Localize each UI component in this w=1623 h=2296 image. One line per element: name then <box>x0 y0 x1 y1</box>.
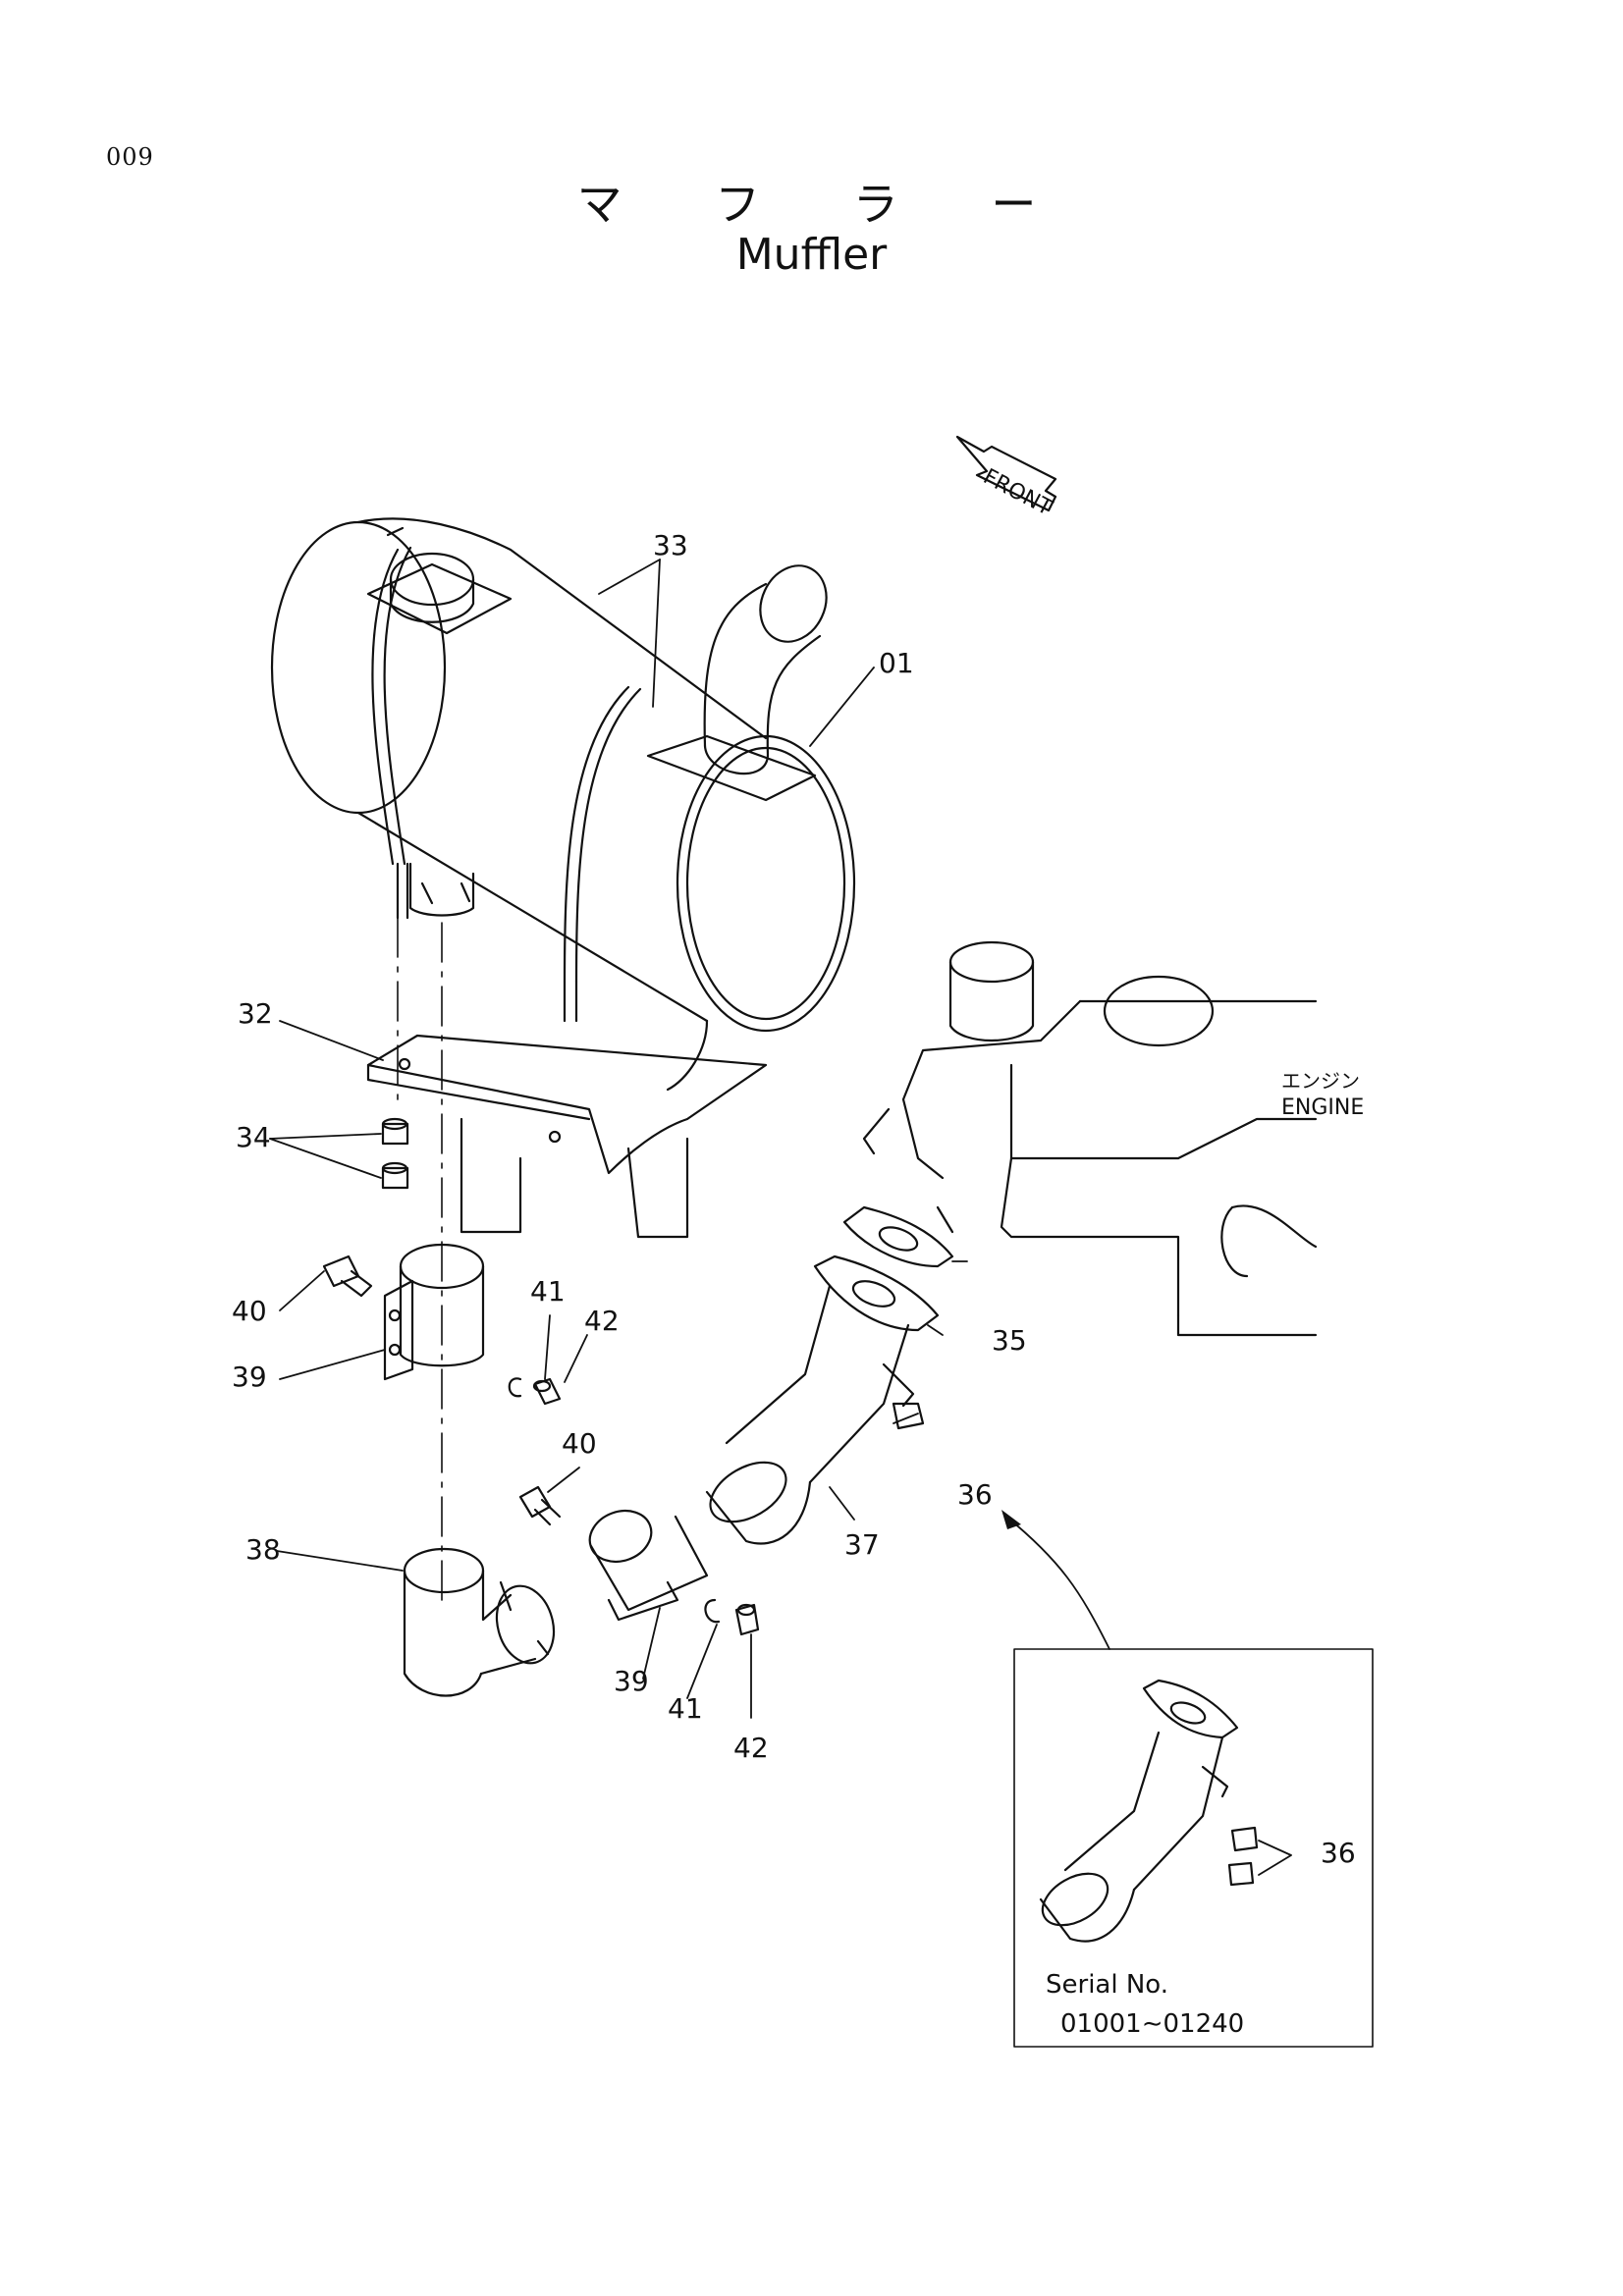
leader-lines <box>269 559 1292 1876</box>
callout-35: 35 <box>992 1324 1027 1357</box>
callout-39-lower: 39 <box>614 1665 649 1697</box>
callout-37: 37 <box>844 1528 880 1561</box>
title-english: Muffler <box>735 230 888 280</box>
outlet-spigot <box>408 862 475 917</box>
exhaust-pipe-37 <box>705 1255 940 1545</box>
bolt-40-upper <box>322 1255 373 1298</box>
muffler-body <box>270 517 856 1033</box>
clamp-39-upper <box>383 1243 485 1381</box>
callout-40-upper: 40 <box>232 1295 267 1327</box>
callout-41-lower: 41 <box>668 1692 703 1725</box>
serial-range: 01001∼01240 <box>1060 2009 1244 2039</box>
nut-34 <box>381 1117 409 1190</box>
bracket-32 <box>366 1019 768 1239</box>
front-arrow-icon: FRONT <box>955 435 1057 521</box>
callout-42-lower: 42 <box>733 1732 769 1764</box>
engine-label-jp: エンジン <box>1281 1069 1360 1093</box>
elbow-38 <box>403 1547 556 1697</box>
snap-ring-41-upper <box>508 1377 562 1406</box>
callout-34: 34 <box>236 1121 271 1153</box>
callout-32: 32 <box>238 997 273 1030</box>
bolt-40-lower <box>518 1485 562 1526</box>
callout-39-upper: 39 <box>232 1361 267 1393</box>
callout-41-upper: 41 <box>530 1275 566 1308</box>
callout-01: 01 <box>879 647 914 679</box>
arrowhead-36-inset <box>1001 1510 1021 1529</box>
serial-label: Serial No. <box>1046 1970 1168 2000</box>
snap-ring-41-lower <box>704 1598 760 1636</box>
title-japanese: マ フ ラ ー <box>576 178 1076 231</box>
callout-36: 36 <box>957 1478 993 1511</box>
inset-box <box>1013 1648 1374 2048</box>
callout-38: 38 <box>245 1533 281 1566</box>
clamp-39-lower <box>588 1509 709 1622</box>
callout-42-upper: 42 <box>584 1305 620 1337</box>
band-33 <box>371 546 642 1023</box>
page-number: 009 <box>106 143 154 171</box>
callout-33: 33 <box>653 529 688 561</box>
callout-numbers: 33 01 32 34 40 39 41 42 35 40 36 37 38 3… <box>232 529 1027 1764</box>
gasket-35 <box>842 1205 954 1268</box>
engine-label-en: ENGINE <box>1281 1095 1364 1120</box>
inset-callout-36: 36 <box>1321 1837 1356 1869</box>
engine-block <box>862 940 1318 1337</box>
tail-pipe <box>646 564 828 802</box>
callout-40-lower: 40 <box>562 1427 597 1460</box>
center-lines <box>397 917 443 1611</box>
